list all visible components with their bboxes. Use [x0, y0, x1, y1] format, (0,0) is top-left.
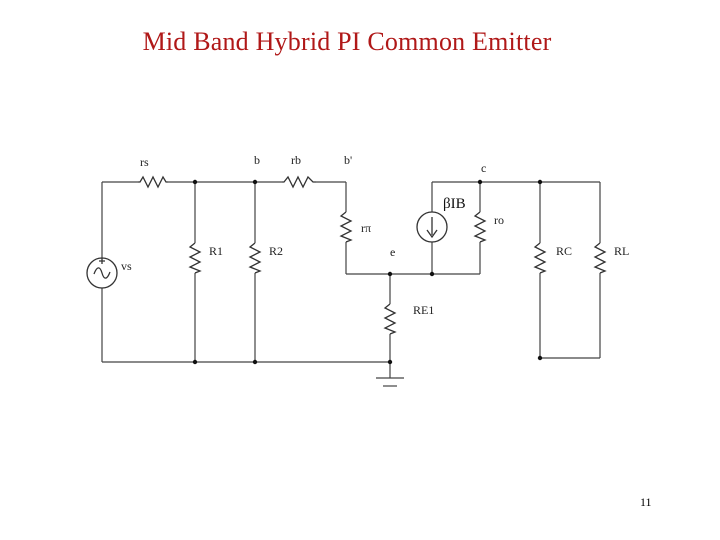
resistor-rs — [138, 175, 168, 189]
label-rc: RC — [556, 244, 572, 258]
label-rs: rs — [140, 155, 149, 169]
label-r-pi: rπ — [361, 221, 371, 235]
label-re1: RE1 — [413, 303, 434, 317]
label-vs: vs — [121, 259, 132, 273]
resistor-rl — [593, 242, 607, 274]
label-node-e: e — [390, 245, 395, 259]
current-source-beta-ib — [416, 211, 448, 243]
resistor-rb — [282, 175, 316, 189]
node-dots — [192, 179, 543, 365]
label-ro: ro — [494, 213, 504, 227]
ground-symbol — [376, 377, 404, 387]
slide-title: Mid Band Hybrid PI Common Emitter — [142, 27, 552, 56]
resistor-ro — [473, 211, 487, 243]
label-node-c: c — [481, 161, 486, 175]
resistor-rc — [533, 242, 547, 274]
resistor-r2 — [248, 242, 262, 274]
resistor-r1 — [188, 242, 202, 274]
label-rl: RL — [614, 244, 629, 258]
label-r1: R1 — [209, 244, 223, 258]
label-r2: R2 — [269, 244, 283, 258]
voltage-source-vs — [86, 257, 118, 289]
circuit-wires — [101, 181, 601, 378]
resistor-rpi — [339, 211, 353, 243]
label-node-b-prime: b' — [344, 153, 352, 167]
resistor-re1 — [383, 303, 397, 335]
label-rb: rb — [291, 153, 301, 167]
label-node-b: b — [254, 153, 260, 167]
page-number: 11 — [640, 495, 652, 509]
label-beta-ib: βIB — [443, 196, 466, 212]
